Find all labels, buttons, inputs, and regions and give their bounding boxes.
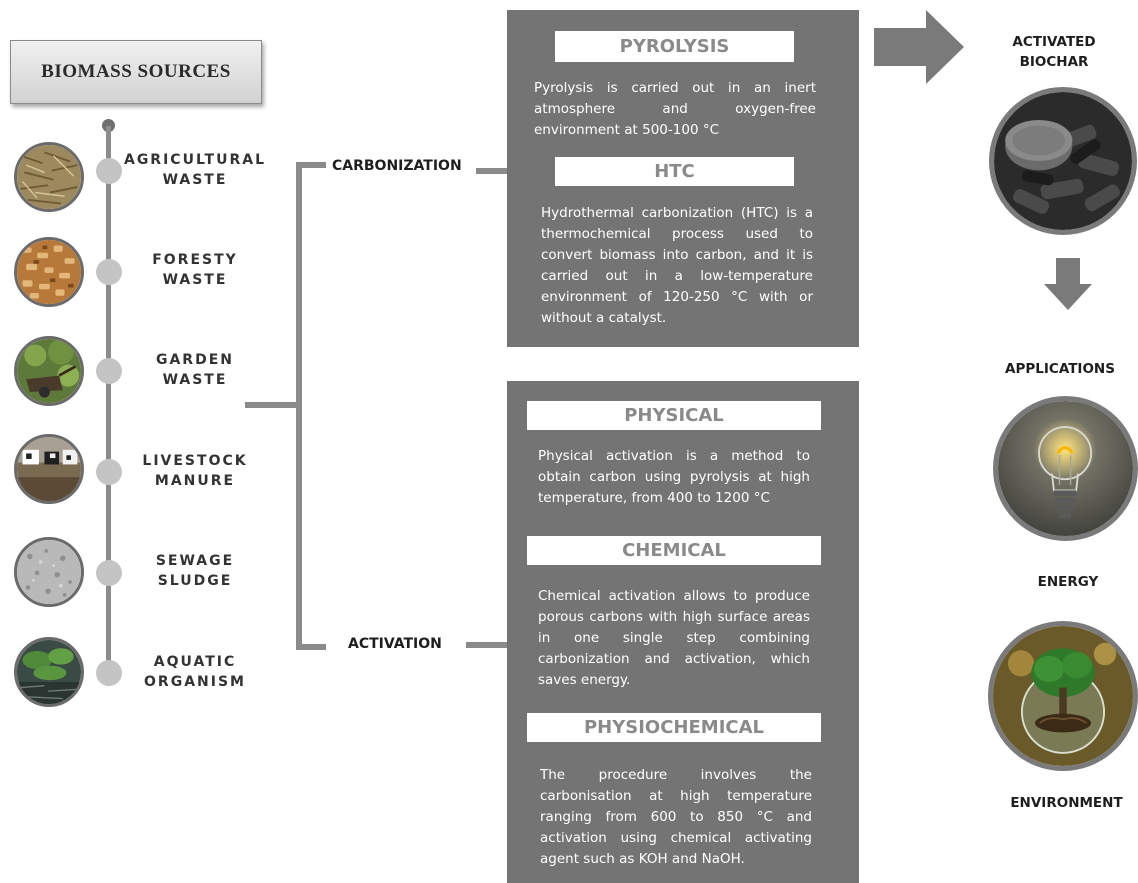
energy-label: ENERGY <box>1037 574 1099 590</box>
htc-description: Hydrothermal carbonization (HTC) is a th… <box>541 205 813 326</box>
arrow-down-icon <box>1044 258 1092 310</box>
timeline-dot <box>96 158 122 184</box>
environment-tree-photo <box>988 621 1138 771</box>
chemical-title: CHEMICAL <box>527 536 821 565</box>
arrow-right-icon <box>874 10 964 84</box>
energy-lightbulb-photo <box>993 396 1138 541</box>
connector-to-carbonization <box>296 162 326 168</box>
activation-label: ACTIVATION <box>348 636 442 652</box>
physiochemical-description: The procedure involves the carbonisation… <box>540 767 812 867</box>
timeline-knob <box>102 119 115 132</box>
applications-label: APPLICATIONS <box>1005 361 1115 377</box>
forestry-waste-photo <box>14 237 84 307</box>
pyrolysis-title: PYROLYSIS <box>555 31 794 62</box>
connector-to-activation <box>296 644 326 650</box>
timeline-dot <box>96 358 122 384</box>
connector-activation-to-panel <box>466 642 508 648</box>
connector-branch-vertical <box>296 162 302 650</box>
physical-title: PHYSICAL <box>527 401 821 430</box>
physiochemical-title: PHYSIOCHEMICAL <box>527 713 821 742</box>
activation-panel <box>507 381 859 883</box>
connector-carbonization-to-panel <box>476 168 518 174</box>
htc-title: HTC <box>555 157 794 186</box>
livestock-manure-photo <box>14 434 84 504</box>
connector-sources-to-branch <box>245 402 299 408</box>
pyrolysis-description: Pyrolysis is carried out in an inert atm… <box>534 80 816 138</box>
timeline-dot <box>96 259 122 285</box>
physical-description: Physical activation is a method to obtai… <box>538 448 810 506</box>
timeline-dot <box>96 660 122 686</box>
carbonization-label: CARBONIZATION <box>332 158 462 174</box>
timeline-dot <box>96 560 122 586</box>
garden-waste-photo <box>14 336 84 406</box>
timeline-dot <box>96 459 122 485</box>
timeline-line <box>106 126 111 686</box>
sewage-sludge-photo <box>14 537 84 607</box>
environment-label: ENVIRONMENT <box>1010 795 1123 811</box>
chemical-description: Chemical activation allows to produce po… <box>538 588 810 688</box>
biomass-sources-header: BIOMASS SOURCES <box>10 40 262 104</box>
agricultural-waste-photo <box>14 142 84 212</box>
activated-biochar-photo <box>989 87 1137 235</box>
aquatic-organism-photo <box>14 637 84 707</box>
